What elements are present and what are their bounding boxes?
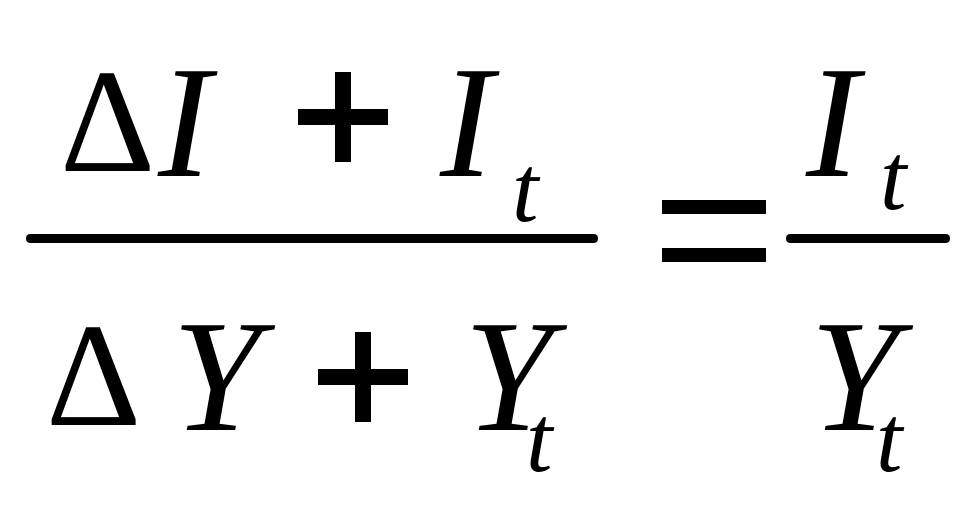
lhs-numerator-subscript: t bbox=[512, 136, 539, 242]
rhs-fraction-bar bbox=[786, 234, 950, 243]
lhs-denominator-plus: + bbox=[318, 332, 408, 422]
lhs-denominator-term1: Y bbox=[172, 287, 261, 465]
lhs-denominator-term2: Y bbox=[464, 287, 553, 465]
rhs-denominator-term: Y bbox=[810, 287, 899, 465]
rhs-numerator-term: I bbox=[806, 33, 860, 211]
lhs-fraction-bar bbox=[26, 234, 598, 243]
lhs-denominator-subscript: t bbox=[526, 386, 553, 492]
lhs-numerator-term2: I bbox=[440, 33, 494, 211]
equals-sign: = bbox=[662, 200, 766, 262]
lhs-numerator-plus: + bbox=[298, 72, 388, 162]
lhs-denominator-delta: Δ bbox=[46, 294, 142, 458]
lhs-numerator-delta: Δ bbox=[60, 40, 156, 204]
lhs-numerator-term1: I bbox=[158, 33, 212, 211]
rhs-denominator-subscript: t bbox=[876, 386, 903, 492]
rhs-numerator-subscript: t bbox=[880, 124, 907, 230]
